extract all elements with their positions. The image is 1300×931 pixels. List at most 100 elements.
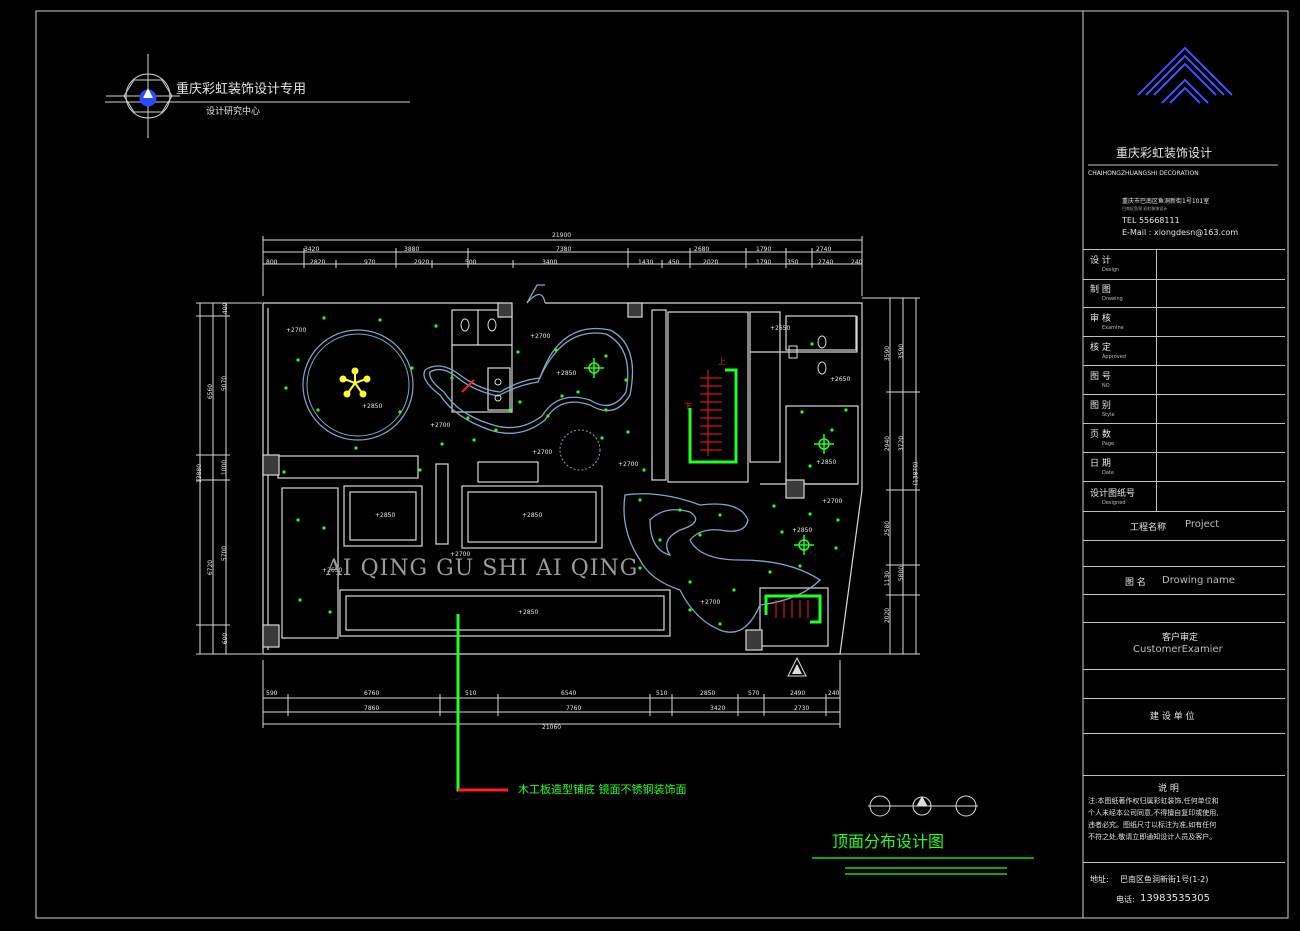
tb-row	[1083, 278, 1285, 308]
downlight-dot	[516, 350, 520, 354]
dim-label: 240	[851, 259, 863, 266]
dim-right-inner-2: 2580	[884, 520, 892, 537]
tb-label-examine: 审 核	[1090, 314, 1111, 324]
tb-drawing-en: Drowing name	[1162, 575, 1235, 586]
downlight-dot	[328, 610, 332, 614]
downlight-dot	[418, 468, 422, 472]
downlight-dot	[638, 566, 642, 570]
downlight-dot	[768, 570, 772, 574]
curved-ceiling-trim	[423, 327, 822, 633]
downlight-dot	[624, 378, 628, 382]
downlight-dot	[546, 414, 550, 418]
downlight-dot	[494, 428, 498, 432]
tb-project-en: Project	[1185, 519, 1220, 530]
company-name: 重庆彩虹装饰设计	[1116, 146, 1213, 160]
company-address: 重庆市巴南区鱼洞新街1号101室	[1122, 198, 1210, 205]
downlight-dot	[798, 564, 802, 568]
downlight-dot	[296, 518, 300, 522]
dim-right-inner-1: 2940	[884, 435, 892, 452]
tb-build-label: 建 设 单 位	[1150, 712, 1195, 722]
tb-label-design: 设 计	[1090, 256, 1111, 266]
downlight-dot	[836, 518, 840, 522]
dim-label: 3880	[404, 246, 420, 253]
tb-notes-title: 说 明	[1158, 784, 1179, 794]
tb-label-no: 图 号	[1090, 372, 1111, 382]
ceiling-level-label: +2700	[618, 461, 639, 468]
ceiling-level-label: +2700	[286, 327, 307, 334]
dim-right-inner-4: 2020	[884, 607, 892, 624]
dim-left-inner-4: 600	[222, 632, 230, 645]
dim-label: 970	[364, 259, 376, 266]
dim-label: 7860	[364, 705, 380, 712]
dim-label: 240	[828, 690, 840, 697]
downlight-dot	[718, 622, 722, 626]
downlight-dot	[378, 318, 382, 322]
tb-label-approved: 核 定	[1090, 343, 1111, 353]
downlight-dot	[296, 358, 300, 362]
downlight-dot	[638, 498, 642, 502]
tb-sub-design: Design	[1102, 267, 1120, 273]
downlight-dot	[830, 428, 834, 432]
compass-symbol	[105, 54, 410, 138]
ceiling-feature-text: AI QING GU SHI AI QING	[326, 556, 639, 581]
tb-project-label: 工程名称	[1130, 523, 1167, 533]
dim-top-total: 21900	[552, 232, 572, 239]
downlight-dot	[466, 416, 470, 420]
annotation-leader	[456, 614, 506, 792]
chandelier-small	[584, 358, 834, 555]
dim-label: 2730	[794, 705, 810, 712]
dim-right-inner-0: 3590	[884, 345, 892, 362]
dimension-ticks	[196, 248, 920, 716]
downlight-dot	[576, 390, 580, 394]
dim-label: 2020	[703, 259, 719, 266]
tb-row	[1083, 423, 1285, 453]
stair-treads	[700, 370, 809, 618]
downlight-dot	[316, 408, 320, 412]
downlight-dot	[354, 446, 358, 450]
tb-label-style: 图 别	[1090, 401, 1111, 411]
tb-label-drawing: 制 图	[1090, 285, 1111, 295]
dim-label: 510	[656, 690, 668, 697]
downlight-dot	[678, 508, 682, 512]
tb-row	[1083, 307, 1285, 337]
downlight-dot	[800, 410, 804, 414]
dim-label: 3400	[542, 259, 558, 266]
ceiling-level-label: +2850	[522, 512, 543, 519]
tb-row	[1083, 394, 1285, 424]
tb-sub-page: Page	[1102, 441, 1115, 447]
dim-left-inner-2: 1000	[221, 459, 229, 476]
downlight-dot	[808, 464, 812, 468]
downlight-dot	[398, 410, 402, 414]
fixtures	[460, 318, 827, 402]
downlight-dot	[600, 436, 604, 440]
dim-right-outer: (13870)	[912, 461, 920, 486]
downlights	[282, 316, 848, 626]
company-tel: TEL 55668111	[1122, 216, 1180, 225]
ceiling-level-label: +2850	[792, 527, 813, 534]
dim-right-mid-1: 3720	[898, 435, 906, 452]
dim-label: 3420	[710, 705, 726, 712]
dim-label: 1430	[638, 259, 654, 266]
dim-label: 2490	[790, 690, 806, 697]
dim-label: 590	[266, 690, 278, 697]
downlight-dot	[772, 504, 776, 508]
drawing-border	[35, 10, 1289, 919]
ceiling-level-label: +2850	[362, 403, 383, 410]
tb-sub-style: Style	[1102, 412, 1115, 418]
tb-sub-no: NO	[1102, 383, 1110, 389]
dim-label: 1790	[756, 246, 772, 253]
chandelier-main	[339, 367, 371, 398]
dim-right-inner-3: 1130	[884, 570, 892, 587]
downlight-dot	[808, 512, 812, 516]
tb-row	[1083, 336, 1285, 366]
tb-sub-designed: Designed	[1102, 500, 1126, 506]
downlight-dot	[322, 526, 326, 530]
company-address-small: 巴南区鱼洞 彩虹装饰设计	[1122, 206, 1168, 211]
tb-row	[1083, 365, 1285, 395]
downlight-dot	[554, 348, 558, 352]
downlight-dot	[688, 608, 692, 612]
tb-label-designed: 设计图纸号	[1090, 489, 1136, 499]
company-special-label: 重庆彩虹装饰设计专用	[176, 82, 307, 97]
dim-label: 2740	[818, 259, 834, 266]
